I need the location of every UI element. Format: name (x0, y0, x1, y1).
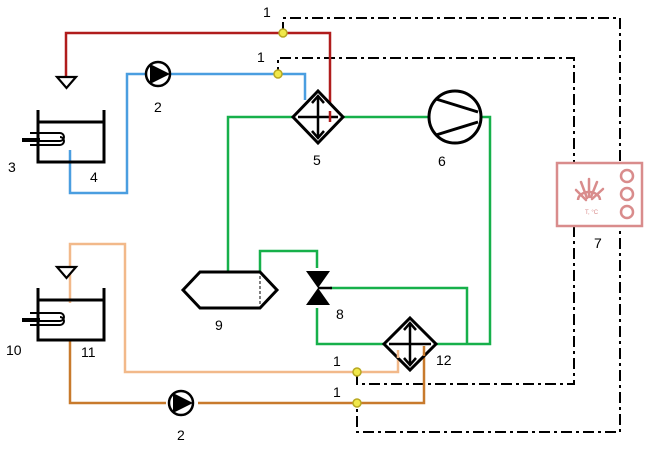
sensors (273, 28, 362, 408)
label-tank-top: 4 (90, 169, 98, 185)
heat-exchanger-icon (381, 315, 439, 373)
label-exchanger-top: 5 (313, 152, 321, 168)
label-sensor-top-a: 1 (263, 4, 271, 20)
label-tank-bottom: 11 (81, 344, 96, 360)
sensor-icon (352, 398, 362, 408)
tank-top (36, 110, 106, 164)
heater-icon (22, 312, 65, 326)
label-heater-top: 3 (8, 159, 16, 175)
heat-exchanger-icon (290, 88, 346, 146)
sensor-icon (278, 28, 288, 38)
label-pump-bottom: 2 (177, 427, 185, 443)
pump-icon (167, 389, 195, 417)
compressor-icon (427, 89, 483, 145)
sensor-icon (273, 69, 283, 79)
label-controller: 7 (594, 235, 602, 251)
label-heater-bottom: 10 (6, 342, 22, 358)
expansion-valve-icon (306, 271, 332, 305)
green-refrigerant-loop (226, 115, 492, 346)
peach-line (68, 242, 400, 374)
controller-icon: T, °C (555, 161, 644, 228)
blue-line (68, 72, 307, 195)
heater-icon (22, 132, 65, 146)
label-sensor-top-b: 1 (257, 49, 265, 65)
brown-line (68, 340, 426, 405)
drain-icon (54, 75, 79, 90)
drain-icon (54, 265, 79, 280)
component-labels: 1 1 2 3 4 5 6 7 8 9 10 11 12 1 1 2 (6, 4, 602, 443)
controller-temp-text: T, °C (585, 210, 599, 216)
red-supply-line (64, 31, 332, 115)
label-separator: 9 (215, 317, 223, 333)
label-pump-top: 2 (154, 99, 162, 115)
sensor-icon (352, 367, 362, 377)
separator-icon (180, 270, 280, 310)
label-sensor-bottom-a: 1 (333, 353, 341, 369)
label-sensor-bottom-b: 1 (333, 384, 341, 400)
label-exchanger-bottom: 12 (436, 352, 452, 368)
pump-icon (144, 60, 172, 88)
label-valve: 8 (336, 306, 344, 322)
label-compressor: 6 (438, 153, 446, 169)
